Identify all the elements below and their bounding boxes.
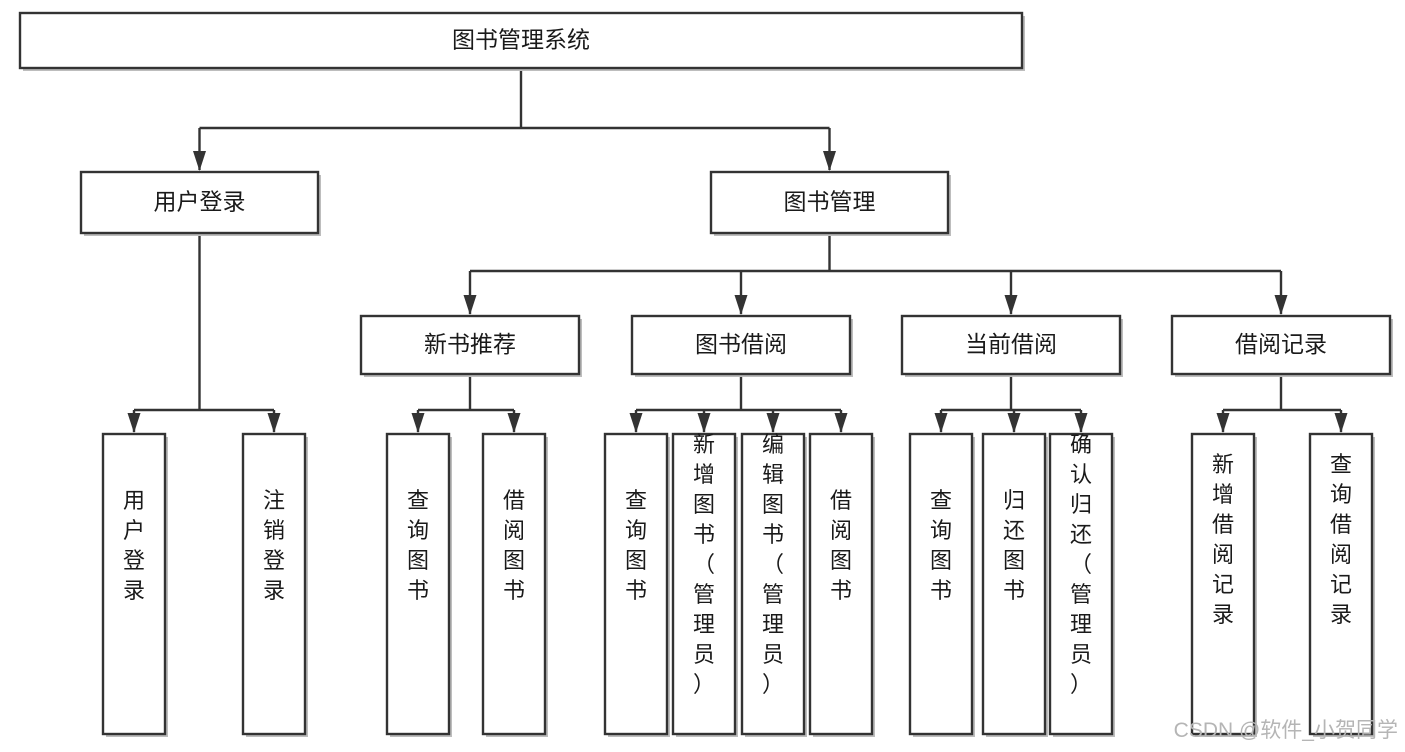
arrow-head-icon bbox=[193, 151, 206, 171]
node-label: 用户登录 bbox=[154, 189, 246, 215]
node-leaf-borrow-book-2[interactable]: 借阅图书 bbox=[808, 432, 875, 737]
node-label: 查询借阅记录 bbox=[1330, 452, 1352, 627]
node-label: 用户登录 bbox=[123, 488, 145, 603]
node-book-manage[interactable]: 图书管理 bbox=[709, 170, 951, 236]
node-label: 确认归还（管理员） bbox=[1070, 432, 1092, 697]
arrow-head-icon bbox=[1274, 295, 1288, 315]
arrow-head-icon bbox=[411, 413, 425, 433]
arrow-head-icon bbox=[834, 413, 848, 433]
node-leaf-query-record[interactable]: 查询借阅记录 bbox=[1308, 432, 1375, 737]
node-label: 查询图书 bbox=[930, 488, 952, 603]
node-label: 当前借阅 bbox=[965, 331, 1057, 357]
arrow-head-icon bbox=[127, 413, 141, 433]
csdn-watermark: CSDN @软件_小贺同学 bbox=[1174, 719, 1398, 742]
node-user-login[interactable]: 用户登录 bbox=[79, 170, 321, 236]
node-current-borrow[interactable]: 当前借阅 bbox=[900, 314, 1123, 377]
node-label: 归还图书 bbox=[1003, 488, 1025, 603]
arrow-head-icon bbox=[463, 295, 477, 315]
arrow-head-icon bbox=[823, 151, 836, 171]
node-leaf-edit-book[interactable]: 编辑图书（管理员） bbox=[740, 432, 807, 737]
arrow-head-icon bbox=[697, 413, 711, 433]
node-borrow-record[interactable]: 借阅记录 bbox=[1170, 314, 1393, 377]
node-label: 新增图书（管理员） bbox=[693, 432, 715, 697]
arrow-head-icon bbox=[1004, 295, 1018, 315]
node-label: 编辑图书（管理员） bbox=[762, 432, 784, 697]
arrow-head-icon bbox=[629, 413, 643, 433]
node-leaf-add-book[interactable]: 新增图书（管理员） bbox=[671, 432, 738, 737]
node-leaf-logout[interactable]: 注销登录 bbox=[241, 432, 308, 737]
arrow-head-icon bbox=[1074, 413, 1088, 433]
node-label: 借阅记录 bbox=[1235, 331, 1327, 357]
node-label: 查询图书 bbox=[407, 488, 429, 603]
node-label: 图书管理 bbox=[784, 189, 876, 215]
node-new-book-rec[interactable]: 新书推荐 bbox=[359, 314, 582, 377]
node-book-borrow[interactable]: 图书借阅 bbox=[630, 314, 853, 377]
node-leaf-user-login[interactable]: 用户登录 bbox=[101, 432, 168, 737]
node-leaf-return-book[interactable]: 归还图书 bbox=[981, 432, 1048, 737]
node-label: 查询图书 bbox=[625, 488, 647, 603]
node-label: 图书借阅 bbox=[695, 331, 787, 357]
node-label: 图书管理系统 bbox=[452, 27, 590, 53]
arrow-head-icon bbox=[766, 413, 780, 433]
node-leaf-borrow-book-1[interactable]: 借阅图书 bbox=[481, 432, 548, 737]
arrow-head-icon bbox=[507, 413, 521, 433]
node-label: 注销登录 bbox=[263, 488, 285, 603]
arrow-head-icon bbox=[1334, 413, 1348, 433]
node-leaf-query-book-2[interactable]: 查询图书 bbox=[603, 432, 670, 737]
arrow-head-icon bbox=[267, 413, 281, 433]
node-label: 新增借阅记录 bbox=[1212, 452, 1234, 627]
arrow-head-icon bbox=[1216, 413, 1230, 433]
node-label: 借阅图书 bbox=[503, 488, 525, 603]
node-label: 借阅图书 bbox=[830, 488, 852, 603]
node-leaf-query-book-3[interactable]: 查询图书 bbox=[908, 432, 975, 737]
arrow-head-icon bbox=[1007, 413, 1021, 433]
arrow-head-icon bbox=[734, 295, 748, 315]
node-leaf-confirm-return[interactable]: 确认归还（管理员） bbox=[1048, 432, 1115, 737]
node-root-root[interactable]: 图书管理系统 bbox=[18, 11, 1025, 71]
node-leaf-query-book-1[interactable]: 查询图书 bbox=[385, 432, 452, 737]
nodes-layer: 图书管理系统用户登录图书管理新书推荐图书借阅当前借阅借阅记录用户登录注销登录查询… bbox=[18, 11, 1393, 737]
edges-layer bbox=[127, 68, 1348, 433]
arrow-head-icon bbox=[934, 413, 948, 433]
node-leaf-add-record[interactable]: 新增借阅记录 bbox=[1190, 432, 1257, 737]
node-label: 新书推荐 bbox=[424, 331, 516, 357]
